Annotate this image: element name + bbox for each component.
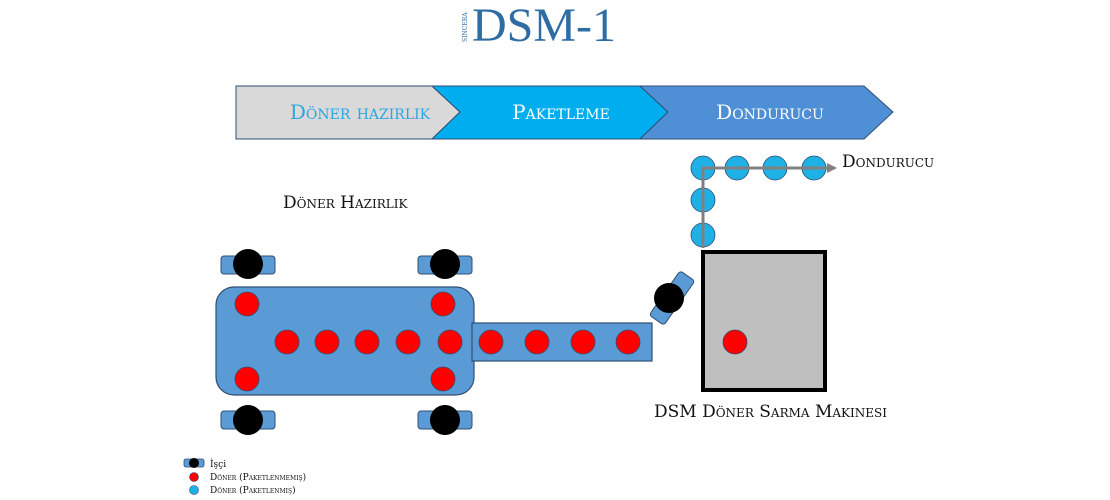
red-dot-icon [395,329,421,355]
machine-label: DSM Döner Sarma Makinesi [654,402,887,422]
freezer-flow-arrow [701,163,837,248]
red-dot-icon [615,329,641,355]
red-dot-icon [437,329,463,355]
red-dot-icon [354,329,380,355]
worker-machine-operator [649,271,695,325]
legend: İşçi Döner (Paketlenmemiş) Döner (Paketl… [183,458,306,496]
red-dot-icon [524,329,550,355]
wrapping-machine [701,250,827,392]
blue-dot-icon [189,485,199,495]
legend-item-unpackaged: Döner (Paketlenmemiş) [189,472,306,483]
unpackaged-doner-group [234,291,641,392]
step-3-label: Dondurucu [716,100,824,124]
worker-bottom-right [417,405,473,435]
legend-item-packaged: Döner (Paketlenmiş) [189,485,296,496]
red-dot-icon [478,329,504,355]
worker-top-right [417,249,473,279]
red-dot-icon [189,472,199,482]
step-2-label: Paketleme [512,100,610,124]
red-dot-icon [570,329,596,355]
page-title: DSM-1 [472,0,616,52]
worker-icon [233,249,263,279]
red-dot-icon [234,291,260,317]
worker-icon [430,405,460,435]
brand-text: SINCERA [462,12,469,42]
step-3-chevron [638,85,894,140]
red-dot-icon [314,329,340,355]
worker-top-left [220,249,276,279]
worker-icon [189,458,199,468]
legend-label-packaged: Döner (Paketlenmiş) [210,485,296,496]
worker-icon [430,249,460,279]
legend-label-unpackaged: Döner (Paketlenmemiş) [210,472,306,483]
red-dot-icon [430,366,456,392]
legend-label-worker: İşçi [210,458,226,470]
red-dot-icon [274,329,300,355]
legend-item-worker: İşçi [183,458,226,470]
worker-bottom-left [220,405,276,435]
freezer-label: Dondurucu [842,152,934,172]
red-dot-icon [430,291,456,317]
red-dot-icon [722,329,748,355]
packaged-doner-group [690,155,827,248]
process-flow: Döner hazirlik Paketleme Dondurucu [235,85,894,140]
step-1-label: Döner hazirlik [290,100,431,124]
worker-icon [654,283,684,313]
red-dot-icon [234,366,260,392]
doner-prep-label: Döner Hazirlik [283,193,408,213]
worker-icon [233,405,263,435]
